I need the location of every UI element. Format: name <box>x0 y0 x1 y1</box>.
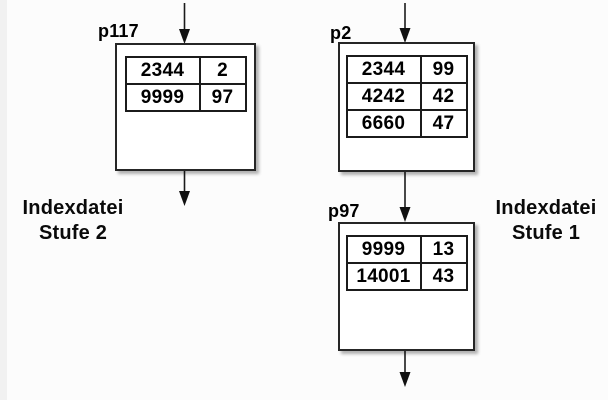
scan-edge-artifact <box>0 0 7 400</box>
pointer-cell: 99 <box>419 55 468 84</box>
table-row: 2344 2 <box>124 56 247 85</box>
arrow-head-icon <box>399 28 411 43</box>
node-p97: 9999 13 14001 43 <box>338 222 475 351</box>
label-line: Indexdatei <box>495 197 597 219</box>
arrow-into-p117 <box>179 3 190 44</box>
arrow-into-p2 <box>399 3 411 43</box>
arrow-head-icon <box>179 191 190 206</box>
table-row: 9999 13 <box>345 235 468 264</box>
table-row: 2344 99 <box>345 55 468 84</box>
label-line: Stufe 1 <box>511 222 581 244</box>
pointer-cell: 13 <box>419 235 468 264</box>
node-label-p2: p2 <box>330 23 352 43</box>
key-cell: 6660 <box>345 109 422 138</box>
pointer-cell: 43 <box>419 262 468 291</box>
arrow-out-of-p117 <box>179 171 190 206</box>
arrow-out-of-p97 <box>399 351 411 387</box>
table-row: 9999 97 <box>124 83 247 112</box>
arrow-head-icon <box>399 207 411 222</box>
key-cell: 9999 <box>345 235 422 264</box>
label-indexdatei-stufe-1: Indexdatei Stufe 1 <box>487 196 605 246</box>
pointer-cell: 47 <box>419 109 468 138</box>
pointer-cell: 2 <box>198 56 247 85</box>
key-cell: 2344 <box>345 55 422 84</box>
key-cell: 9999 <box>124 83 201 112</box>
label-line: Stufe 2 <box>38 222 108 244</box>
label-line: Indexdatei <box>22 197 124 219</box>
table-row: 6660 47 <box>345 109 468 138</box>
arrow-head-icon <box>179 29 190 44</box>
label-indexdatei-stufe-2: Indexdatei Stufe 2 <box>8 196 138 246</box>
node-label-p117: p117 <box>98 21 139 41</box>
node-p2: 2344 99 4242 42 6660 47 <box>338 42 475 172</box>
key-cell: 4242 <box>345 82 422 111</box>
node-p117-table: 2344 2 9999 97 <box>124 56 247 112</box>
node-p2-table: 2344 99 4242 42 6660 47 <box>345 55 468 138</box>
node-p117: 2344 2 9999 97 <box>115 43 256 171</box>
table-row: 4242 42 <box>345 82 468 111</box>
table-row: 14001 43 <box>345 262 468 291</box>
pointer-cell: 97 <box>198 83 247 112</box>
node-p97-table: 9999 13 14001 43 <box>345 235 468 291</box>
arrow-p2-to-p97 <box>399 172 411 222</box>
key-cell: 2344 <box>124 56 201 85</box>
arrow-head-icon <box>399 372 411 387</box>
pointer-cell: 42 <box>419 82 468 111</box>
node-label-p97: p97 <box>328 201 360 221</box>
key-cell: 14001 <box>345 262 422 291</box>
